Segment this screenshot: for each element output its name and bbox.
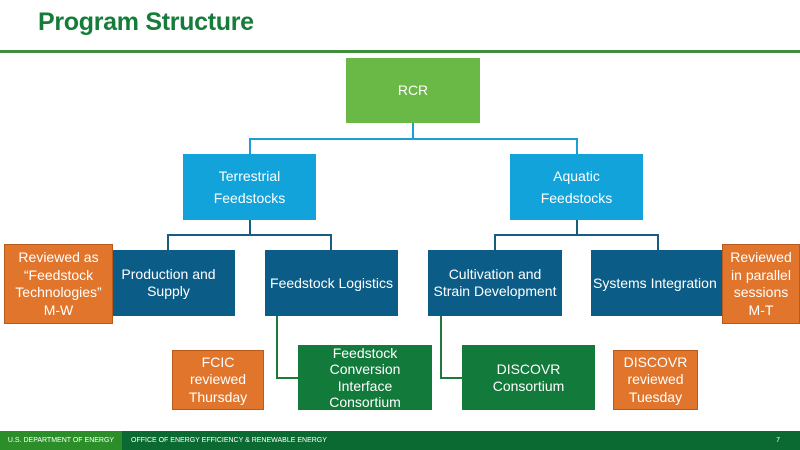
node-systems-integration-label: Systems Integration <box>593 274 717 291</box>
node-rcr-label: RCR <box>397 82 429 99</box>
title-divider <box>0 50 800 53</box>
page-number: 7 <box>776 437 780 444</box>
node-cultivation-and-strain-development-label: Cultivation and Strain Development <box>433 266 557 299</box>
footer-bar: U.S. DEPARTMENT OF ENERGY OFFICE OF ENER… <box>0 431 800 450</box>
node-terrestrial-feedstocks-label: Terrestrial Feedstocks <box>213 167 286 206</box>
connector-terrestrial-down <box>249 220 251 235</box>
connector-terrestrial-horizontal <box>167 234 332 236</box>
node-feedstock-logistics: Feedstock Logistics <box>265 250 398 316</box>
connector-aquatic-down <box>576 220 578 235</box>
note-fcic-review-text: FCIC reviewed Thursday <box>188 353 248 405</box>
connector-logistics-fcic-right <box>276 377 298 379</box>
connector-logistics-up <box>330 234 332 250</box>
node-production-and-supply: Production and Supply <box>100 250 235 316</box>
connector-systems-up <box>657 234 659 250</box>
connector-rcr-down <box>412 123 414 139</box>
node-rcr: RCR <box>346 58 480 123</box>
connector-aquatic-up <box>576 138 578 154</box>
note-discovr-review: DISCOVR reviewed Tuesday <box>613 350 698 410</box>
node-feedstock-conversion-interface-consortium: Feedstock Conversion Interface Consortiu… <box>298 345 432 410</box>
node-discovr-consortium: DISCOVR Consortium <box>462 345 595 410</box>
note-terrestrial-review-text: Reviewed as “Feedstock Technologies” M-W <box>15 249 102 318</box>
note-terrestrial-review: Reviewed as “Feedstock Technologies” M-W <box>4 244 113 324</box>
connector-cultivation-discovr-down <box>440 316 442 379</box>
connector-aquatic-horizontal <box>494 234 659 236</box>
node-aquatic-feedstocks-label: Aquatic Feedstocks <box>540 167 613 206</box>
connector-production-up <box>167 234 169 250</box>
node-production-and-supply-label: Production and Supply <box>121 266 216 299</box>
node-systems-integration: Systems Integration <box>591 250 725 316</box>
connector-terrestrial-up <box>249 138 251 154</box>
note-fcic-review: FCIC reviewed Thursday <box>172 350 264 410</box>
note-aquatic-review: Reviewed in parallel sessions M-T <box>722 244 800 324</box>
note-discovr-review-text: DISCOVR reviewed Tuesday <box>623 353 688 405</box>
node-fcic-label: Feedstock Conversion Interface Consortiu… <box>329 345 401 410</box>
node-cultivation-and-strain-development: Cultivation and Strain Development <box>428 250 562 316</box>
connector-cultivation-up <box>494 234 496 250</box>
note-aquatic-review-text: Reviewed in parallel sessions M-T <box>730 249 792 318</box>
slide-title: Program Structure <box>38 8 254 36</box>
node-discovr-label: DISCOVR Consortium <box>492 361 565 394</box>
connector-logistics-fcic-down <box>276 316 278 379</box>
node-aquatic-feedstocks: Aquatic Feedstocks <box>510 154 643 220</box>
connector-cultivation-discovr-right <box>440 377 462 379</box>
node-feedstock-logistics-label: Feedstock Logistics <box>270 274 393 291</box>
footer-office: OFFICE OF ENERGY EFFICIENCY & RENEWABLE … <box>131 437 327 444</box>
connector-rcr-horizontal <box>249 138 577 140</box>
node-terrestrial-feedstocks: Terrestrial Feedstocks <box>183 154 316 220</box>
footer-department: U.S. DEPARTMENT OF ENERGY <box>0 431 122 450</box>
